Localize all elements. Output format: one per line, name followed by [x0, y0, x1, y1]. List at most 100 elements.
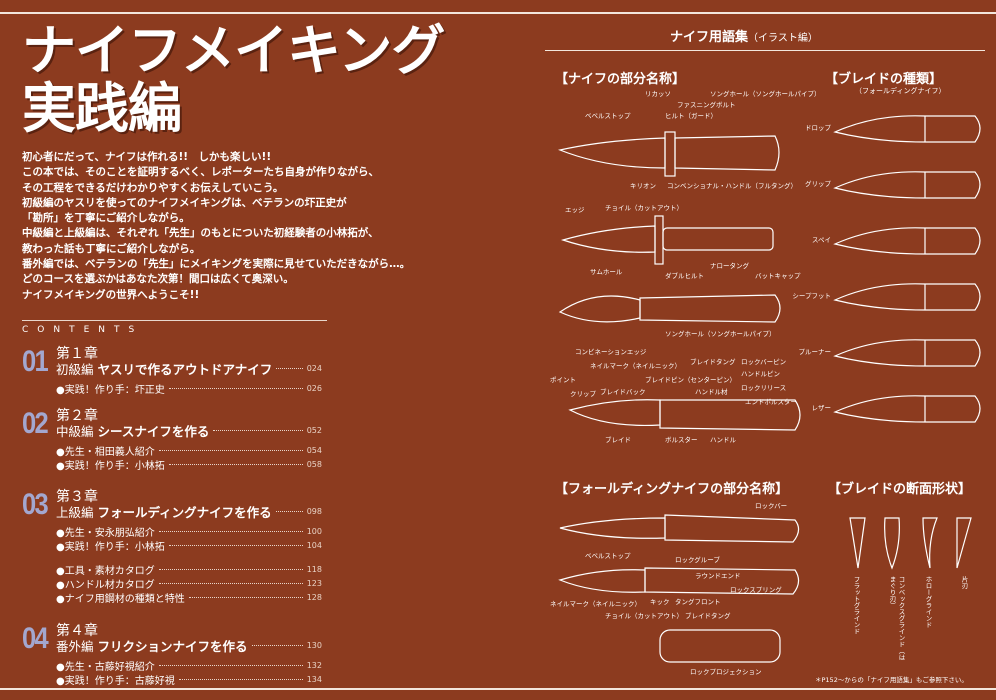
page-number: 104 — [306, 541, 322, 550]
dot-leader — [158, 665, 303, 666]
part-label: クリップ — [570, 390, 596, 398]
toc-item-label: ●先生・相田義人紹介 — [56, 447, 155, 458]
part-label: ブレイド — [605, 436, 631, 444]
section-heading: 【ブレイドの断面形状】 — [828, 482, 972, 497]
toc-item[interactable]: ●実践！作り手：小林拓 104 — [56, 538, 322, 553]
toc-item[interactable]: ●ナイフ用鋼材の種類と特性 128 — [56, 590, 322, 605]
dot-leader — [251, 645, 303, 646]
bottom-rule — [0, 688, 996, 690]
page-number: 058 — [306, 460, 322, 469]
dot-leader — [158, 569, 303, 570]
blade-type-label: シープフット — [792, 292, 831, 300]
part-label: ロックリリース — [741, 384, 787, 392]
part-label: ネイルマーク（ネイルニック） — [590, 362, 681, 370]
page-number: 054 — [306, 446, 322, 455]
part-label: コンベンショナル・ハンドル（フルタング） — [667, 182, 797, 190]
chapter-label: 第４章 — [56, 623, 98, 639]
chapter-number: 01 — [22, 345, 49, 378]
blade-shape — [833, 115, 981, 143]
title-line-1: ナイフメイキング — [22, 19, 445, 82]
part-label: バットキャップ — [755, 272, 801, 280]
part-label: ハンドル — [710, 436, 736, 444]
toc-item-label: ●先生・安永朋弘紹介 — [56, 528, 155, 539]
toc-item[interactable]: ●実践！作り手：古藤好視 134 — [56, 672, 322, 687]
blade-type-label: スペイ — [811, 236, 831, 244]
toc-item-label: ●ハンドル材カタログ — [56, 580, 155, 591]
dot-leader — [168, 464, 303, 465]
chapter-level: 初級編 — [56, 362, 94, 377]
page-number: 024 — [306, 364, 322, 373]
chapter-label: 第３章 — [56, 489, 98, 505]
chapter-label: 第１章 — [56, 346, 98, 362]
toc-item[interactable]: ●先生・相田義人紹介 054 — [56, 443, 322, 458]
intro-text: 初心者にだって、ナイフは作れる!! しかも楽しい!!この本では、そのことを証明す… — [22, 150, 410, 303]
part-label: ネイルマーク（ネイルニック） — [550, 600, 641, 608]
part-label: ロックグルーブ — [675, 556, 720, 564]
part-label: ソングホール（ソングホールパイプ） — [710, 90, 821, 98]
intro-line: その工程をできるだけわかりやすくお伝えしていこう。 — [22, 181, 284, 194]
page-title: ナイフメイキング実践編 — [22, 19, 445, 138]
blade-type-label: グリップ — [805, 180, 831, 188]
note: ＊P152～からの「ナイフ用語集」もご参照下さい。 — [815, 676, 968, 684]
page-number: 134 — [306, 675, 322, 684]
part-label: ロックスプリング — [730, 586, 782, 594]
glossary-subtitle: （イラスト編） — [748, 33, 818, 44]
blade-type-label: レザー — [811, 404, 832, 412]
part-label: ポイント — [550, 376, 576, 384]
part-label: キック — [650, 598, 670, 606]
cross-sections — [849, 517, 972, 570]
page-number: 026 — [306, 384, 322, 393]
section-label: コンベックスグラインド（はまぐり刃） — [888, 576, 905, 661]
toc-item-label: ●工具・素材カタログ — [56, 566, 155, 577]
chapter-title: ヤスリで作るアウトドアナイフ — [97, 362, 273, 377]
part-label: エッジ — [565, 206, 585, 214]
intro-line: ナイフメイキングの世界へようこそ!! — [22, 288, 200, 301]
chapter-level: 番外編 — [56, 639, 94, 654]
dot-leader — [158, 583, 303, 584]
part-label: ラウンドエンド — [695, 572, 741, 580]
part-label: ブレイドピン（センターピン） — [645, 376, 736, 384]
page-number: 123 — [306, 579, 322, 588]
chapter-number: 02 — [22, 407, 49, 440]
folding-open — [559, 514, 800, 543]
dot-leader — [168, 388, 303, 389]
toc-item-label: ●ナイフ用鋼材の種類と特性 — [56, 594, 185, 605]
part-label: サムホール — [590, 268, 623, 276]
dot-leader — [168, 545, 303, 546]
chapter-entry[interactable]: 初級編 ヤスリで作るアウトドアナイフ 024 — [56, 359, 322, 378]
folding-lock — [558, 567, 800, 595]
top-rule — [0, 12, 996, 14]
part-label: チョイル（カットアウト） — [605, 204, 683, 212]
blade-types — [833, 115, 981, 423]
chapter-label: 第２章 — [56, 408, 98, 424]
part-label: エンドボルスター — [745, 398, 797, 406]
part-label: ダブルヒルト — [665, 272, 704, 280]
section-label: ホローグラインド — [924, 576, 932, 628]
blade-shape — [833, 227, 981, 255]
toc-item[interactable]: ●ハンドル材カタログ 123 — [56, 576, 322, 591]
part-label: ロックプロジェクション — [690, 668, 762, 676]
page-number: 100 — [306, 527, 322, 536]
toc-item-label: ●実践！作り手：小林拓 — [56, 542, 165, 553]
page-number: 132 — [306, 661, 322, 670]
dot-leader — [178, 679, 303, 680]
intro-line: どのコースを選ぶかはあなた次第！間口は広くて奥深い。 — [22, 273, 294, 286]
part-label: ベベルストップ — [585, 112, 631, 120]
dot-leader — [158, 450, 303, 451]
part-label: リカッソ — [645, 90, 671, 98]
toc-item-label: ●実践！作り手：古藤好視 — [56, 676, 175, 687]
part-label: キリオン — [630, 182, 656, 190]
part-label: ハンドル材 — [695, 388, 728, 396]
part-label: ボルスター — [665, 436, 698, 444]
blade-shape — [833, 395, 981, 423]
part-label: ロックバーピン — [741, 358, 787, 366]
toc-item[interactable]: ●先生・安永朋弘紹介 100 — [56, 524, 322, 539]
page-number: 128 — [306, 593, 322, 602]
